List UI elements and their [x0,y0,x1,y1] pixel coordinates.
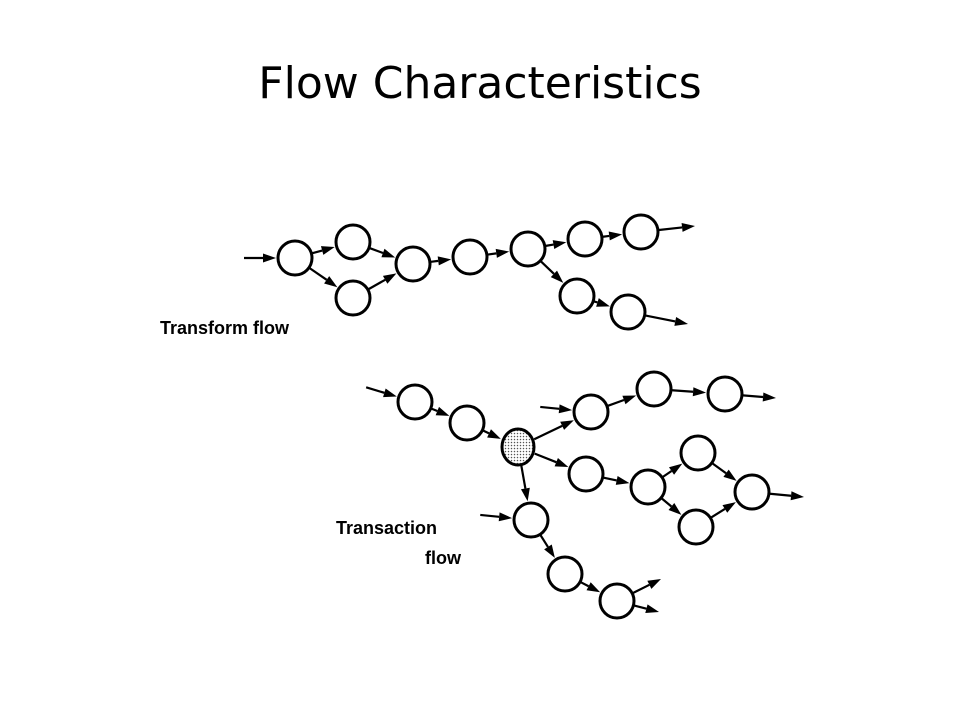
transaction-edge [607,395,637,407]
transform-edge [312,246,335,255]
flow-node [635,370,673,408]
transaction-edge [662,463,683,478]
transaction-flow-label-line2: flow [425,548,462,568]
transform-input-arrow [244,253,276,263]
flow-node [276,239,314,277]
flow-node [609,293,647,331]
flow-node [558,277,596,315]
flow-node [334,223,372,261]
transaction-edge [671,387,707,397]
transaction-input-arrow [480,512,513,522]
transform-edge [430,256,452,266]
transform-edge [593,298,610,307]
transaction-edge [533,420,574,441]
transform-edge [487,248,510,258]
transform-flow-label: Transform flow [160,318,290,338]
flow-node [451,238,489,276]
transaction-edge [534,452,569,467]
transform-output-arrow [658,222,695,232]
transform-edge [545,240,567,249]
flow-node [546,555,584,593]
flow-node [598,582,636,620]
transaction-edge [661,497,682,515]
transaction-edge [520,464,530,502]
flow-nodes [276,213,771,620]
transform-edge [602,231,623,241]
flow-node [706,375,744,413]
flow-node [629,468,667,506]
transaction-edge [482,429,501,439]
transaction-output-arrow [632,579,661,594]
flow-node [567,455,605,493]
slide-title: Flow Characteristics [258,58,702,109]
flow-node [509,230,547,268]
flow-node [396,383,434,421]
transaction-input-arrow [540,404,573,414]
transform-edge [369,247,396,258]
transform-edge [368,273,397,291]
flow-node [394,245,432,283]
transaction-output-arrow [634,604,659,614]
transform-edge [309,267,338,288]
flow-node [622,213,660,251]
flow-node [566,220,604,258]
transaction-output-arrow [742,392,776,402]
transaction-edge [710,502,736,519]
flow-node [677,508,715,546]
transaction-input-arrow [365,386,397,398]
flow-node [334,279,372,317]
flow-node [572,393,610,431]
flow-node [733,473,771,511]
transaction-output-arrow [769,491,804,501]
transform-edge [540,260,564,283]
transaction-edge [580,581,601,593]
flow-node [512,501,550,539]
transaction-edge [603,476,630,485]
flow-node [679,434,717,472]
flow-node [448,404,486,442]
transaction-center-node [500,427,536,467]
transaction-edge [431,406,450,416]
flow-edges [244,222,804,614]
transaction-edge [539,534,555,558]
transaction-flow-label-line1: Transaction [336,518,437,538]
transform-output-arrow [645,314,688,326]
transaction-edge [711,462,737,481]
